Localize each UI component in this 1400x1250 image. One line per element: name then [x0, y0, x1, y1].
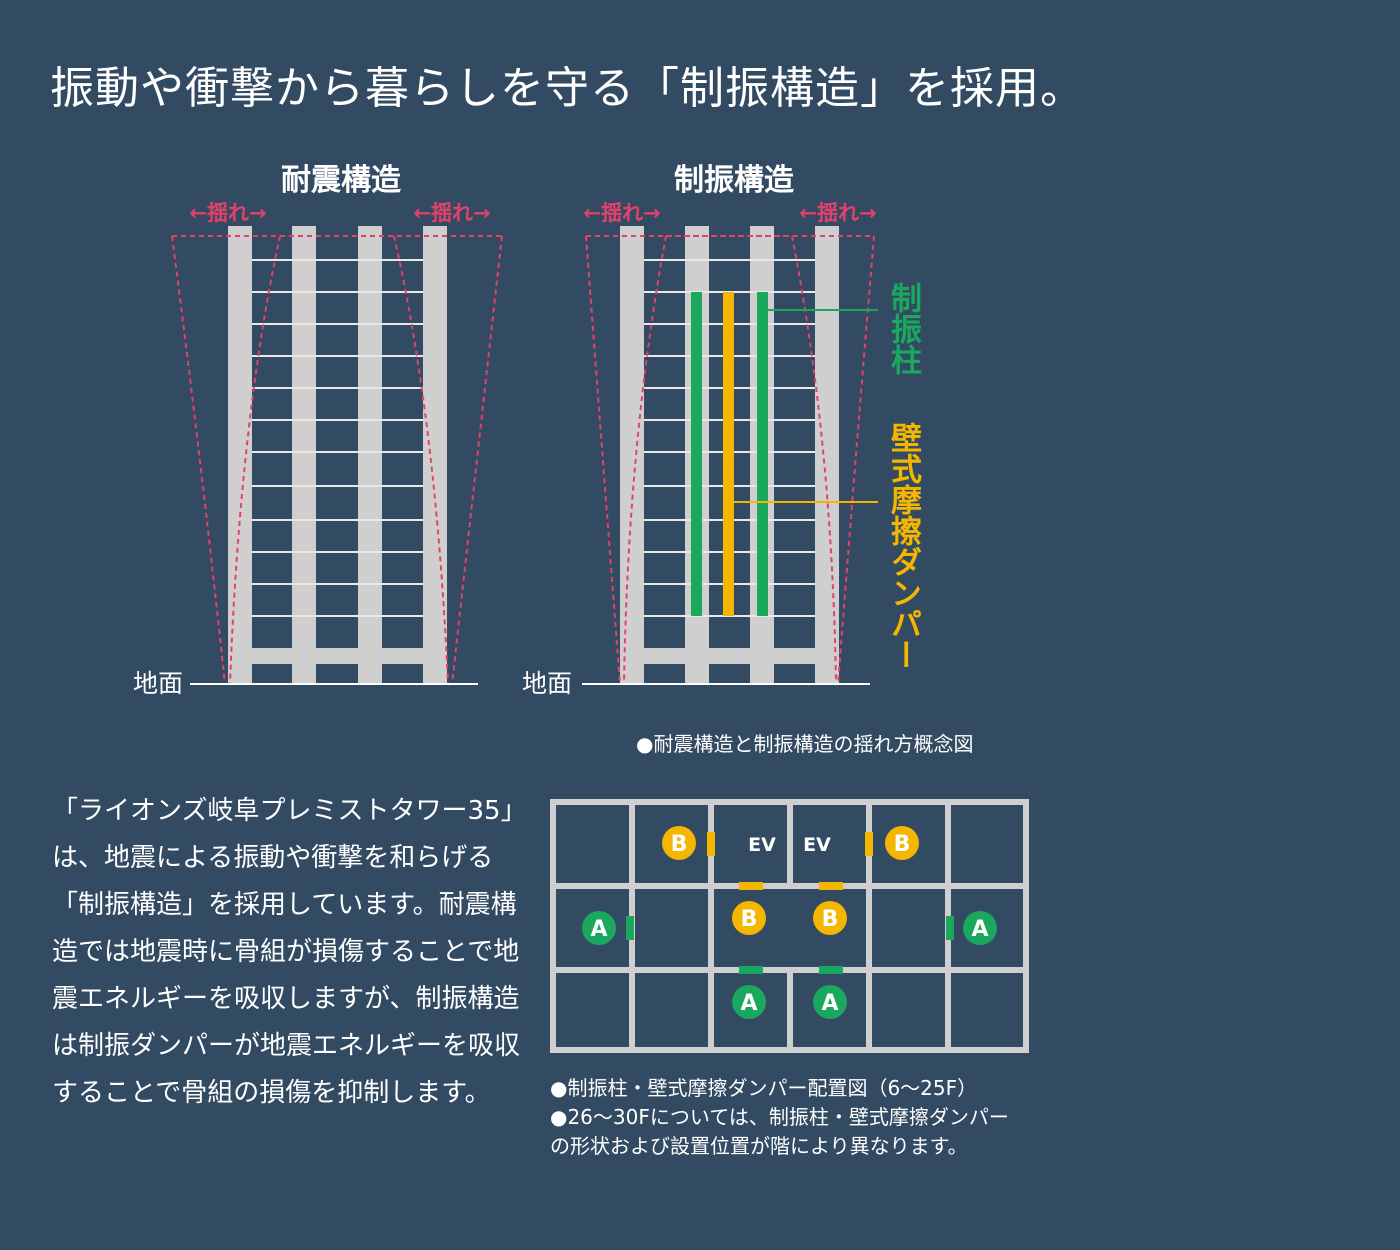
elevator-label: EV	[748, 834, 776, 856]
svg-text:A: A	[971, 917, 988, 942]
svg-text:A: A	[590, 917, 607, 942]
badge-a: A	[732, 985, 766, 1019]
svg-text:B: B	[822, 907, 839, 932]
seismic-structure-diagram: 耐震構造 ←揺れ→ ←揺れ→	[133, 163, 503, 698]
sway-outline	[171, 235, 503, 685]
diagram-caption: ●耐震構造と制振構造の揺れ方概念図	[636, 732, 974, 756]
floor-plan-notes: ●制振柱・壁式摩擦ダンパー配置図（6〜25F） ●26〜30Fについては、制振柱…	[550, 1074, 1070, 1161]
badge-b: B	[662, 826, 696, 860]
sway-label-left: ←揺れ→	[583, 201, 660, 225]
floor-plan-note: の形状および設置位置が階により異なります。	[550, 1134, 968, 1158]
floor-beams	[252, 259, 423, 617]
elevator-label: EV	[803, 834, 831, 856]
badge-b: B	[732, 901, 766, 935]
badge-a: A	[582, 911, 616, 945]
sway-label-left: ←揺れ→	[189, 201, 266, 225]
floor-plan-note: ●制振柱・壁式摩擦ダンパー配置図（6〜25F）	[550, 1076, 978, 1100]
badge-b: B	[813, 901, 847, 935]
friction-damper	[723, 292, 734, 616]
damping-column-label: 制振柱	[885, 282, 922, 375]
damping-structure-diagram: 制振構造 ←揺れ→ ←揺れ→	[522, 163, 922, 698]
sway-label-right: ←揺れ→	[413, 201, 490, 225]
building-frame	[228, 226, 447, 684]
friction-damper-label: 壁式摩擦ダンパー	[885, 422, 922, 670]
floor-plan: B EV EV B A B B A A A	[550, 799, 1029, 1053]
sway-label-right: ←揺れ→	[799, 201, 876, 225]
svg-text:B: B	[741, 907, 758, 932]
svg-text:A: A	[821, 991, 838, 1016]
damper-marks	[707, 832, 873, 890]
damping-column-left	[691, 292, 702, 616]
ground-label: 地面	[522, 669, 572, 698]
building-frame	[620, 226, 839, 684]
floor-plan-note: ●26〜30Fについては、制振柱・壁式摩擦ダンパー	[550, 1105, 1009, 1129]
ground-label: 地面	[133, 669, 183, 698]
column-marks	[626, 916, 954, 974]
badge-a: A	[813, 985, 847, 1019]
damping-column-right	[757, 292, 768, 616]
svg-text:B: B	[894, 832, 911, 857]
svg-text:A: A	[740, 991, 757, 1016]
badge-b: B	[885, 826, 919, 860]
badge-a: A	[963, 911, 997, 945]
floor-plan-grid	[553, 802, 1026, 1050]
svg-text:B: B	[671, 832, 688, 857]
damping-structure-title: 制振構造	[674, 163, 794, 198]
sway-outline	[585, 235, 875, 685]
seismic-structure-title: 耐震構造	[281, 163, 401, 198]
page-headline: 振動や衝撃から暮らしを守る「制振構造」を採用。	[50, 63, 1085, 114]
body-text: 「ライオンズ岐阜プレミストタワー35」は、地震による振動や衝撃を和らげる「制振構…	[52, 796, 521, 1108]
